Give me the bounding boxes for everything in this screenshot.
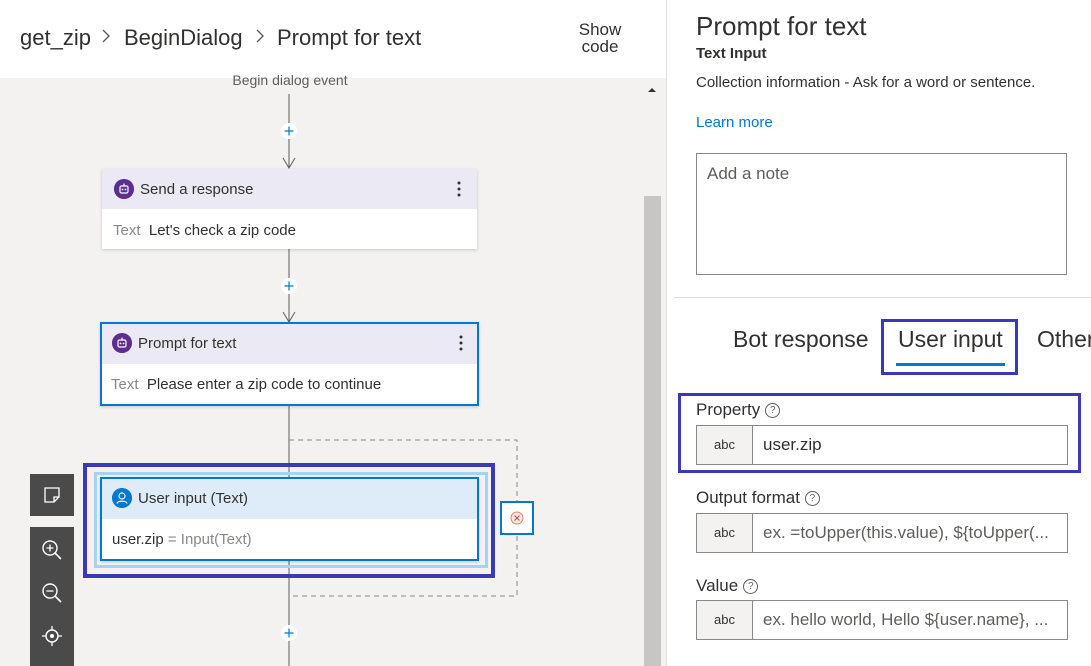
scroll-up-arrow-icon[interactable]: [646, 84, 658, 96]
node-header: User input (Text): [102, 479, 477, 519]
tab-highlight: [881, 319, 1018, 375]
tab-user-input[interactable]: User input: [898, 326, 1003, 352]
selection-highlight: [83, 463, 495, 578]
show-code-label-line1: Show: [578, 20, 622, 39]
user-input-node[interactable]: User input (Text) user.zip = Input(Text): [100, 477, 479, 561]
panel-divider: [674, 297, 1091, 298]
recenter-icon[interactable]: [41, 625, 63, 647]
invalid-prompt-node[interactable]: [500, 501, 534, 535]
user-icon: [112, 488, 132, 508]
bot-icon: [112, 333, 132, 353]
panel-subtitle: Text Input: [696, 45, 767, 62]
tab-other[interactable]: Other: [1037, 326, 1091, 352]
node-body-label: user.zip: [112, 531, 164, 548]
add-action-button[interactable]: [281, 625, 297, 641]
chevron-right-icon: [256, 29, 264, 43]
properties-panel: Prompt for text Text Input Collection in…: [666, 0, 1091, 666]
output-format-label: Output format?: [696, 488, 820, 508]
learn-more-link[interactable]: Learn more: [696, 114, 773, 131]
help-icon[interactable]: ?: [743, 579, 759, 594]
canvas-scrollbar-thumb[interactable]: [644, 196, 661, 666]
focus-ring: [94, 472, 488, 568]
node-body: Text Let's check a zip code: [102, 209, 477, 249]
help-icon[interactable]: ?: [765, 403, 781, 418]
type-prefix: abc: [697, 601, 753, 639]
node-title: Prompt for text: [138, 335, 237, 352]
value-label: Value?: [696, 576, 759, 596]
show-code-label-line2: code: [581, 37, 619, 56]
node-body: Text Please enter a zip code to continue: [102, 364, 477, 404]
node-content: Text Let's check a zip code: [113, 222, 296, 239]
panel-title: Prompt for text: [696, 11, 867, 41]
value-label-text: Value: [696, 576, 739, 595]
node-body-value: = Input(Text): [167, 531, 252, 548]
property-label-text: Property: [696, 400, 761, 419]
node-title: User input (Text): [138, 490, 249, 507]
breadcrumb-item-dialog[interactable]: get_zip: [20, 25, 91, 50]
type-prefix: abc: [697, 514, 753, 552]
help-icon[interactable]: ?: [804, 491, 820, 506]
add-action-button[interactable]: [281, 278, 297, 294]
type-prefix: abc: [697, 426, 753, 464]
node-title: Send a response: [140, 181, 254, 198]
prompt-for-text-node[interactable]: Prompt for text Text Please enter a zip …: [100, 322, 479, 406]
zoom-in-icon[interactable]: [41, 539, 63, 561]
send-response-node[interactable]: Send a response Text Let's check a zip c…: [102, 169, 477, 249]
begin-dialog-event-label: Begin dialog event: [232, 72, 348, 88]
note-textarea[interactable]: [696, 153, 1067, 275]
node-header: Send a response: [102, 169, 477, 209]
value-input[interactable]: [753, 601, 1065, 639]
property-field: abc: [696, 425, 1068, 465]
canvas-header: get_zip BeginDialog Prompt for text Show…: [0, 0, 666, 78]
output-format-label-text: Output format: [696, 488, 800, 507]
bot-icon: [114, 179, 134, 199]
panel-description: Collection information - Ask for a word …: [696, 74, 1036, 91]
more-options-icon[interactable]: [453, 331, 469, 355]
authoring-canvas: get_zip BeginDialog Prompt for text Show…: [0, 0, 666, 666]
node-body-label: Text: [111, 376, 139, 393]
chevron-right-icon: [102, 29, 110, 43]
zoom-controls: [30, 527, 74, 666]
node-header: Prompt for text: [102, 324, 477, 364]
breadcrumb-item-trigger[interactable]: BeginDialog: [124, 25, 243, 50]
node-content: user.zip = Input(Text): [112, 531, 252, 548]
more-options-icon[interactable]: [451, 177, 467, 201]
add-action-button[interactable]: [281, 123, 297, 139]
node-body-label: Text: [113, 222, 141, 239]
property-field-highlight: [678, 393, 1081, 473]
node-body-value: Let's check a zip code: [148, 222, 296, 239]
show-code-button[interactable]: Show code: [570, 21, 630, 55]
note-icon: [44, 487, 60, 503]
property-input[interactable]: [753, 426, 1065, 464]
node-body-value: Please enter a zip code to continue: [146, 376, 382, 393]
tab-bot-response[interactable]: Bot response: [733, 326, 869, 352]
output-format-field: abc: [696, 513, 1068, 553]
active-tab-indicator: [896, 363, 1005, 366]
output-format-input[interactable]: [753, 514, 1065, 552]
node-content: Text Please enter a zip code to continue: [111, 376, 381, 393]
value-field: abc: [696, 600, 1068, 640]
error-circle-icon: [510, 511, 524, 525]
zoom-out-icon[interactable]: [41, 582, 63, 604]
add-note-button[interactable]: [30, 474, 74, 516]
breadcrumb-item-action[interactable]: Prompt for text: [277, 25, 422, 50]
property-label: Property?: [696, 400, 781, 420]
node-body: user.zip = Input(Text): [102, 519, 477, 559]
